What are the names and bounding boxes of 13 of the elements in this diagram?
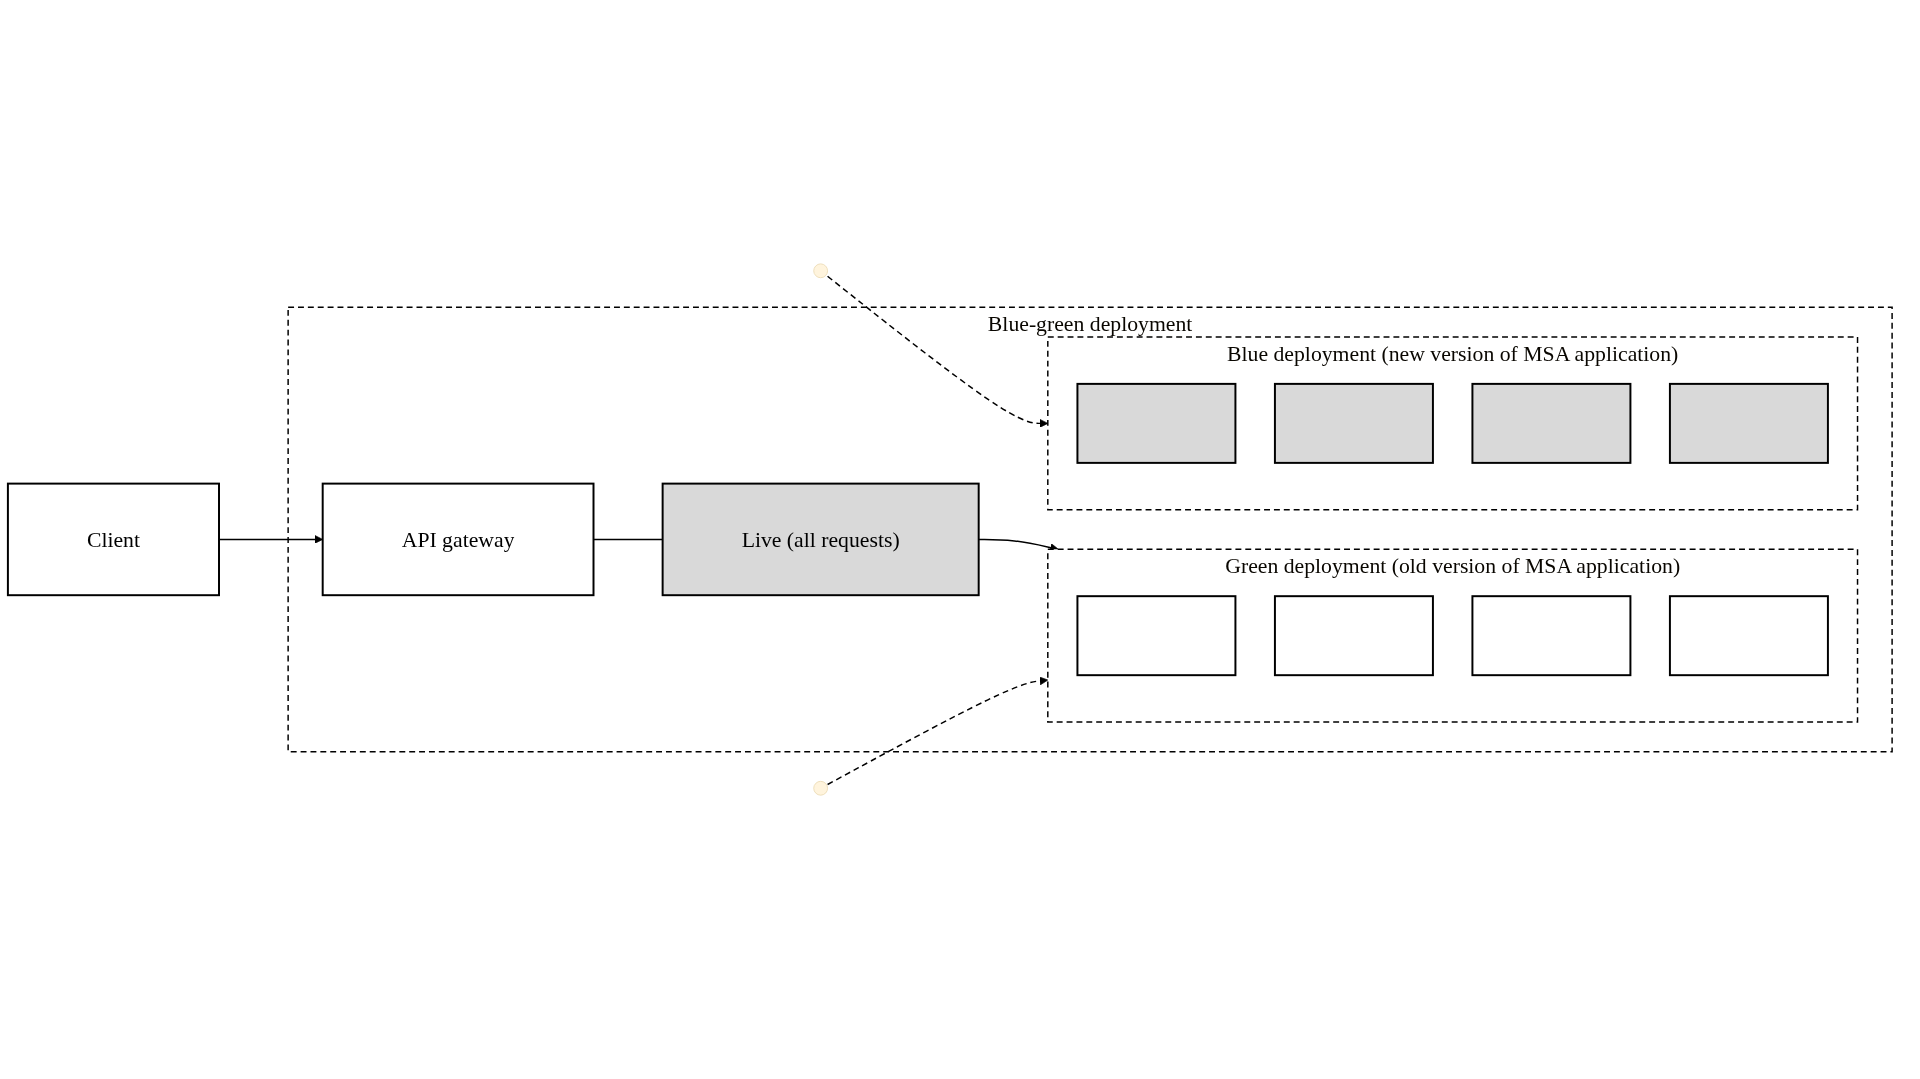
cluster: Green deployment (old version of MSA application): [1047, 549, 1859, 724]
node-box: [1273, 595, 1434, 677]
node-box: [1668, 383, 1829, 465]
node-box: [1668, 595, 1829, 677]
node-box: [1471, 383, 1632, 465]
node-box: [1273, 383, 1434, 465]
node-box: API gateway: [321, 483, 595, 597]
node-box: [1076, 595, 1237, 677]
node-box: [1076, 383, 1237, 465]
node-box: Live (all requests): [661, 483, 980, 597]
node-box: [1471, 595, 1632, 677]
node-box: Client: [6, 483, 220, 597]
cluster: Blue deployment (new version of MSA application): [1047, 336, 1859, 511]
